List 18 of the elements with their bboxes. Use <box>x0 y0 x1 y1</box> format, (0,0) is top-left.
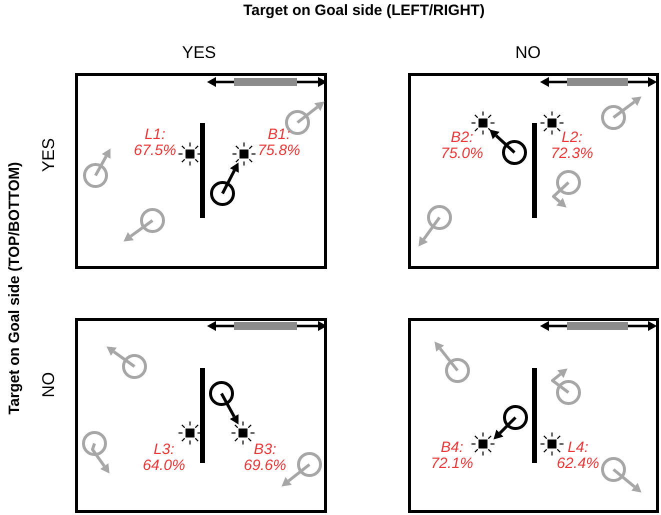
axis-title: Target on Goal side (TOP/BOTTOM) <box>6 162 22 414</box>
score-label: L1: 67.5% <box>134 127 176 159</box>
row-header: YES <box>40 138 56 172</box>
axis-title: Target on Goal side (LEFT/RIGHT) <box>243 2 485 18</box>
score-label: L4: 62.4% <box>556 440 600 472</box>
scene-panel <box>75 318 327 513</box>
row-header: NO <box>40 372 56 398</box>
column-header: NO <box>515 44 541 60</box>
score-label: B4: 72.1% <box>430 440 474 472</box>
scene-panel <box>75 73 327 269</box>
score-label: L2: 72.3% <box>550 130 594 162</box>
score-label: B2: 75.0% <box>440 130 484 162</box>
score-label: B3: 69.6% <box>244 442 286 474</box>
scene-panel <box>408 73 659 269</box>
scene-panel <box>408 318 659 513</box>
column-header: YES <box>182 44 216 60</box>
score-label: L3: 64.0% <box>142 442 186 474</box>
score-label: B1: 75.8% <box>258 127 300 159</box>
